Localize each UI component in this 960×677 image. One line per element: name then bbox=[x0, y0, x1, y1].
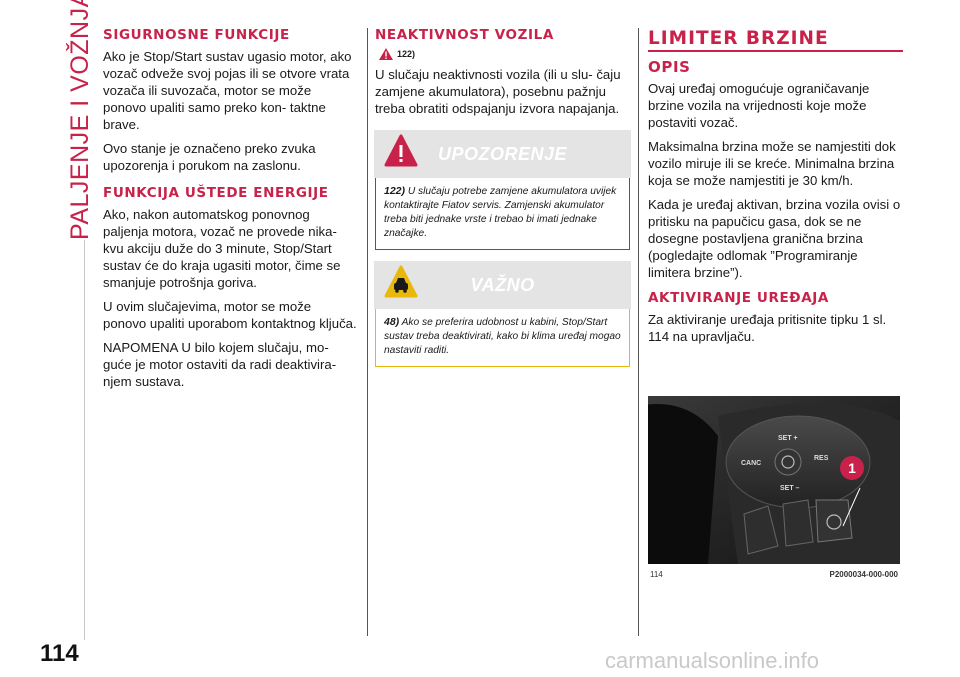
car-caution-icon bbox=[384, 265, 418, 298]
reference-number: 122) bbox=[397, 49, 416, 59]
callout-number: 1 bbox=[848, 460, 856, 476]
section-heading: NEAKTIVNOST VOZILA bbox=[375, 27, 554, 43]
figure-code: P2000034-000-000 bbox=[829, 570, 898, 579]
paragraph: Za aktiviranje uređaja pritisnite tipku … bbox=[648, 312, 887, 344]
section-heading: SIGURNOSNE FUNKCIJE bbox=[103, 27, 290, 43]
column-3: LIMITER BRZINE OPIS Ovaj uređaj omogućuj… bbox=[648, 28, 903, 352]
warning-triangle-icon bbox=[384, 134, 418, 167]
warning-body: 122) U slučaju potrebe zamjene akumulato… bbox=[376, 178, 629, 249]
set-minus-label: SET – bbox=[780, 485, 800, 492]
paragraph: Maksimalna brzina može se namjestiti dok… bbox=[648, 139, 896, 188]
warning-triangle-icon bbox=[379, 48, 393, 60]
page-number: 114 bbox=[40, 640, 79, 667]
chapter-title: PALJENJE I VOŽNJA bbox=[50, 0, 94, 240]
important-title: VAŽNO bbox=[470, 275, 535, 295]
watermark: carmanualsonline.info bbox=[605, 648, 820, 673]
warning-number: 122) bbox=[384, 185, 406, 197]
section-heading: FUNKCIJA UŠTEDE ENERGIJE bbox=[103, 185, 329, 201]
important-header: VAŽNO bbox=[374, 261, 631, 309]
important-number: 48) bbox=[384, 316, 400, 328]
paragraph: U slučaju neaktivnosti vozila (ili u slu… bbox=[375, 67, 621, 116]
res-label: RES bbox=[814, 455, 829, 462]
section-heading: AKTIVIRANJE UREĐAJA bbox=[648, 290, 829, 306]
chapter-heading: LIMITER BRZINE bbox=[648, 28, 903, 52]
warning-header: UPOZORENJE bbox=[374, 130, 631, 178]
paragraph: Ovo stanje je označeno preko zvuka upozo… bbox=[103, 141, 316, 173]
column-divider bbox=[367, 28, 368, 636]
warning-reference: 122) bbox=[379, 48, 630, 60]
paragraph: Ako je Stop/Start sustav ugasio motor, a… bbox=[103, 49, 352, 132]
canc-label: CANC bbox=[741, 460, 761, 467]
column-2: NEAKTIVNOST VOZILA 122) U slučaju neakti… bbox=[374, 27, 631, 367]
section-heading: OPIS bbox=[648, 58, 691, 76]
warning-text: U slučaju potrebe zamjene akumulatora uv… bbox=[384, 186, 617, 239]
paragraph: NAPOMENA U bilo kojem slučaju, mo- guće … bbox=[103, 340, 337, 389]
paragraph: Kada je uređaj aktivan, brzina vozila ov… bbox=[648, 197, 901, 280]
paragraph: U ovim slučajevima, motor se može ponovo… bbox=[103, 299, 357, 331]
figure-number: 114 bbox=[650, 570, 663, 579]
sidebar-divider bbox=[84, 240, 85, 640]
warning-title: UPOZORENJE bbox=[437, 144, 568, 164]
steering-wheel-figure: 1 SET + CANC RES SET – bbox=[648, 396, 900, 564]
paragraph: Ako, nakon automatskog ponovnog paljenja… bbox=[103, 207, 341, 290]
warning-box: UPOZORENJE 122) U slučaju potrebe zamjen… bbox=[374, 130, 631, 250]
important-box: VAŽNO 48) Ako se preferira udobnost u ka… bbox=[374, 261, 631, 367]
set-plus-label: SET + bbox=[778, 435, 798, 442]
important-body: 48) Ako se preferira udobnost u kabini, … bbox=[376, 309, 629, 366]
column-1: SIGURNOSNE FUNKCIJE Ako je Stop/Start su… bbox=[103, 28, 358, 397]
chapter-title-text: PALJENJE I VOŽNJA bbox=[66, 0, 94, 240]
paragraph: Ovaj uređaj omogućuje ograničavanje brzi… bbox=[648, 81, 870, 130]
column-divider bbox=[638, 28, 639, 636]
steering-wheel-controls-illustration: 1 SET + CANC RES SET – bbox=[648, 396, 900, 564]
important-text: Ako se preferira udobnost u kabini, Stop… bbox=[384, 317, 621, 356]
